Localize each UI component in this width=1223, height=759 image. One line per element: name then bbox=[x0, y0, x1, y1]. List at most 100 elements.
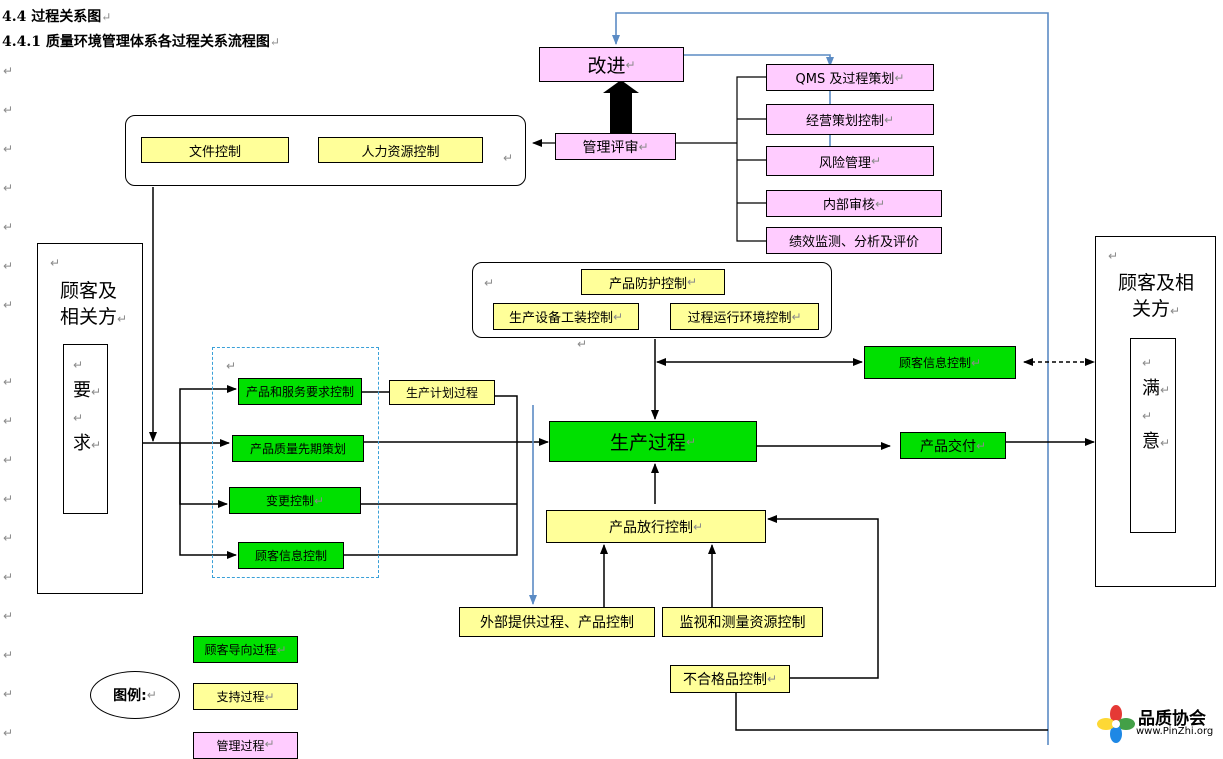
improve-box: 改进↵ bbox=[539, 47, 684, 82]
paragraph-mark: ↵ bbox=[3, 103, 14, 117]
paragraph-mark: ↵ bbox=[1108, 249, 1119, 263]
paragraph-mark: ↵ bbox=[1160, 383, 1171, 397]
paragraph-mark: ↵ bbox=[1142, 356, 1153, 370]
paragraph-mark: ↵ bbox=[73, 358, 84, 372]
paragraph-mark: ↵ bbox=[3, 726, 14, 740]
logo-name: 品质协会 bbox=[1138, 709, 1206, 729]
requirements-box bbox=[63, 344, 108, 514]
flower-logo-icon bbox=[1097, 705, 1135, 743]
legend-customer-process: 顾客导向过程↵ bbox=[193, 636, 298, 663]
paragraph-mark: ↵ bbox=[1160, 436, 1171, 450]
paragraph-mark: ↵ bbox=[226, 359, 237, 373]
paragraph-mark: ↵ bbox=[117, 312, 128, 326]
paragraph-mark: ↵ bbox=[3, 142, 14, 156]
customer-process-group bbox=[212, 347, 379, 578]
business-planning-box: 经营策划控制↵ bbox=[766, 104, 934, 135]
paragraph-mark: ↵ bbox=[1169, 304, 1181, 318]
paragraph-mark: ↵ bbox=[638, 139, 649, 154]
paragraph-mark: ↵ bbox=[3, 181, 14, 195]
product-protection-box: 产品防护控制↵ bbox=[581, 269, 725, 295]
requirements-text: ↵ 要↵ ↵ 求↵ bbox=[73, 352, 101, 458]
external-provision-box: 外部提供过程、产品控制 bbox=[459, 607, 655, 637]
product-release-box: 产品放行控制↵ bbox=[546, 510, 766, 543]
document-control-box: 文件控制 bbox=[141, 137, 289, 163]
paragraph-mark: ↵ bbox=[577, 337, 588, 351]
legend-support-process: 支持过程↵ bbox=[193, 683, 298, 710]
paragraph-mark: ↵ bbox=[276, 642, 287, 657]
management-review-box: 管理评审↵ bbox=[555, 133, 676, 160]
logo-url: www.PinZhi.org bbox=[1136, 726, 1214, 737]
production-planning-box: 生产计划过程 bbox=[389, 380, 495, 405]
paragraph-mark: ↵ bbox=[264, 689, 275, 704]
internal-audit-box: 内部审核↵ bbox=[766, 190, 942, 217]
paragraph-mark: ↵ bbox=[91, 385, 102, 399]
paragraph-mark: ↵ bbox=[612, 309, 624, 324]
monitoring-resources-box: 监视和测量资源控制 bbox=[662, 607, 823, 637]
paragraph-mark: ↵ bbox=[3, 648, 14, 662]
left-group-to-production bbox=[344, 391, 549, 556]
customer-right-title: 顾客及相关方↵ bbox=[1117, 272, 1194, 320]
paragraph-mark: ↵ bbox=[1142, 409, 1153, 423]
paragraph-mark: ↵ bbox=[3, 259, 14, 273]
paragraph-mark: ↵ bbox=[3, 492, 14, 506]
paragraph-mark: ↵ bbox=[3, 609, 14, 623]
paragraph-mark: ↵ bbox=[50, 256, 61, 270]
paragraph-mark: ↵ bbox=[874, 196, 886, 211]
legend-title: 图例:↵ bbox=[90, 671, 180, 719]
product-service-requirements-box: 产品和服务要求控制 bbox=[238, 378, 362, 405]
change-control-box: 变更控制↵ bbox=[229, 487, 361, 514]
paragraph-mark: ↵ bbox=[970, 355, 982, 370]
paragraph-mark: ↵ bbox=[313, 493, 325, 508]
human-resource-control-box: 人力资源控制 bbox=[318, 137, 483, 163]
paragraph-mark: ↵ bbox=[3, 220, 14, 234]
section-heading: 4.4 过程关系图↵ bbox=[2, 9, 112, 25]
apqp-box: 产品质量先期策划 bbox=[232, 435, 364, 462]
paragraph-mark: ↵ bbox=[484, 276, 495, 290]
paragraph-mark: ↵ bbox=[73, 411, 84, 425]
satisfaction-text: ↵ 满↵ ↵ 意↵ bbox=[1142, 350, 1170, 456]
paragraph-mark: ↵ bbox=[791, 309, 802, 324]
legend-management-process: 管理过程↵ bbox=[193, 732, 298, 759]
process-environment-box: 过程运行环境控制↵ bbox=[670, 303, 819, 330]
paragraph-mark: ↵ bbox=[3, 531, 14, 545]
paragraph-mark: ↵ bbox=[975, 438, 987, 453]
paragraph-mark: ↵ bbox=[625, 57, 636, 72]
paragraph-mark: ↵ bbox=[870, 154, 882, 168]
feedback-loop-arrow bbox=[612, 12, 1049, 745]
paragraph-mark: ↵ bbox=[685, 434, 697, 449]
paragraph-mark: ↵ bbox=[269, 35, 280, 49]
paragraph-mark: ↵ bbox=[3, 298, 14, 312]
production-process-box: 生产过程↵ bbox=[549, 421, 757, 462]
paragraph-mark: ↵ bbox=[692, 519, 704, 534]
paragraph-mark: ↵ bbox=[3, 64, 14, 78]
paragraph-mark: ↵ bbox=[686, 275, 698, 289]
paragraph-mark: ↵ bbox=[3, 375, 14, 389]
paragraph-mark: ↵ bbox=[894, 70, 905, 85]
equipment-tooling-box: 生产设备工装控制↵ bbox=[493, 303, 639, 330]
paragraph-mark: ↵ bbox=[101, 10, 112, 24]
middle-connectors bbox=[600, 339, 1095, 731]
paragraph-mark: ↵ bbox=[3, 570, 14, 584]
product-delivery-box: 产品交付↵ bbox=[900, 432, 1006, 459]
paragraph-mark: ↵ bbox=[3, 687, 14, 701]
paragraph-mark: ↵ bbox=[3, 414, 14, 428]
performance-evaluation-box: 绩效监测、分析及评价 bbox=[766, 227, 942, 254]
nonconforming-control-box: 不合格品控制↵ bbox=[670, 665, 790, 693]
risk-management-box: 风险管理↵ bbox=[766, 146, 934, 176]
customer-info-control-left-box: 顾客信息控制 bbox=[238, 542, 344, 569]
paragraph-mark: ↵ bbox=[766, 672, 778, 686]
paragraph-mark: ↵ bbox=[146, 688, 157, 702]
paragraph-mark: ↵ bbox=[91, 438, 102, 452]
paragraph-mark: ↵ bbox=[264, 737, 275, 751]
qms-planning-box: QMS 及过程策划↵ bbox=[766, 64, 934, 91]
management-connectors bbox=[532, 76, 766, 242]
input-flow-arrows bbox=[143, 187, 237, 559]
paragraph-mark: ↵ bbox=[883, 112, 895, 127]
customer-left-title: 顾客及相关方↵ bbox=[60, 280, 128, 328]
subsection-heading: 4.4.1 质量环境管理体系各过程关系流程图↵ bbox=[2, 34, 280, 50]
paragraph-mark: ↵ bbox=[503, 151, 514, 165]
up-arrow-icon bbox=[603, 80, 639, 134]
satisfaction-box bbox=[1130, 338, 1176, 533]
customer-info-control-right-box: 顾客信息控制↵ bbox=[864, 346, 1016, 379]
